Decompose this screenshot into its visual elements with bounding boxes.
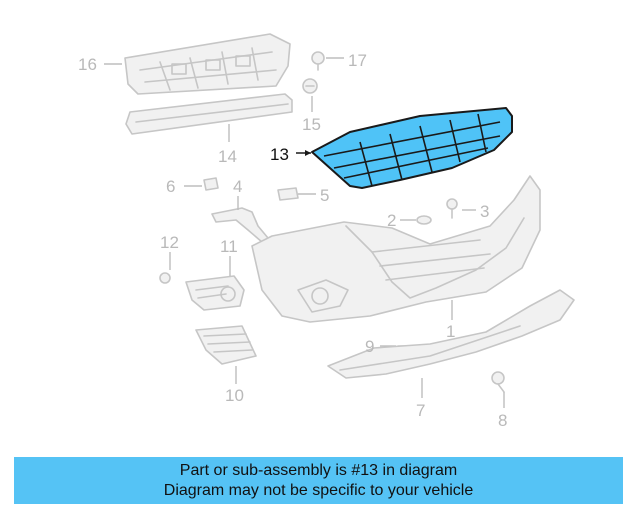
callout-10: 10	[225, 386, 244, 405]
part-3-bolt	[446, 198, 476, 219]
info-banner: Part or sub-assembly is #13 in diagram D…	[14, 457, 623, 504]
part-15-clip	[302, 78, 318, 112]
callout-7: 7	[416, 401, 425, 420]
part-17-clip	[311, 51, 344, 71]
callout-8: 8	[498, 411, 507, 430]
callout-1: 1	[446, 322, 455, 341]
callout-9: 9	[365, 337, 374, 356]
callout-16: 16	[78, 55, 97, 74]
callout-13: 13	[270, 145, 289, 164]
part-7-spoiler	[327, 289, 575, 398]
callout-15: 15	[302, 115, 321, 134]
callout-5: 5	[320, 186, 329, 205]
part-1-bumper-cover	[251, 175, 541, 323]
callout-14: 14	[218, 147, 237, 166]
parts-diagram: 16 17 15 14 13 6 4 5 2 3 12 11 1 9 10 7 …	[78, 33, 575, 430]
part-10-side-grille	[195, 325, 257, 384]
banner-line-1: Part or sub-assembly is #13 in diagram	[179, 461, 458, 479]
part-8-bolt	[491, 371, 505, 408]
part-13-lower-grille	[296, 107, 513, 189]
part-14-impact-bar	[125, 93, 293, 142]
callout-17: 17	[348, 51, 367, 70]
part-2-clip	[400, 215, 432, 225]
banner-line-2: Diagram may not be specific to your vehi…	[163, 481, 474, 499]
callout-11: 11	[220, 237, 238, 256]
callout-6: 6	[166, 177, 175, 196]
part-5-bolt	[277, 187, 316, 201]
callout-12: 12	[160, 233, 179, 252]
part-16-support-bracket	[124, 33, 291, 95]
part-4-bracket	[211, 196, 269, 243]
part-6-clip	[184, 177, 219, 191]
callout-3: 3	[480, 202, 489, 221]
part-11-fog-lamp-bezel	[185, 256, 245, 311]
part-12-bolt	[159, 252, 171, 284]
callout-2: 2	[387, 211, 396, 230]
callout-4: 4	[233, 177, 242, 196]
